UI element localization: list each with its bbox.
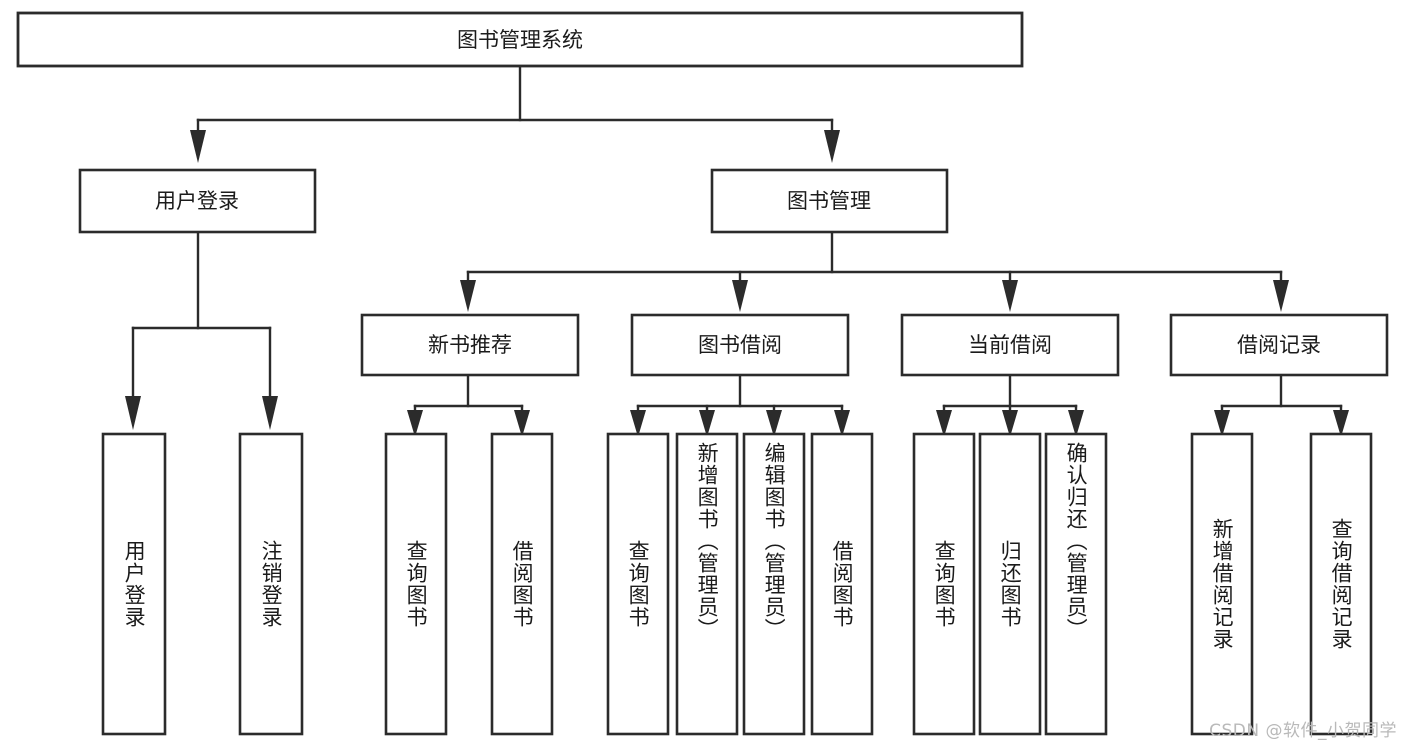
- leaf-query-book-3-box[interactable]: [912, 432, 976, 736]
- node-new-book-recommend-label: 新书推荐: [428, 333, 512, 357]
- node-root-box[interactable]: [16, 11, 1024, 68]
- arrow-head-icon: [1273, 280, 1289, 312]
- node-borrow-record-box[interactable]: [1169, 313, 1389, 377]
- node-root[interactable]: 图书管理系统: [16, 11, 1024, 68]
- leaf-confirm-return-box[interactable]: [1044, 432, 1108, 736]
- node-user-login-label: 用户登录: [155, 189, 239, 213]
- connector-group-book-management: [460, 230, 1289, 312]
- node-current-borrow-box[interactable]: [900, 313, 1120, 377]
- arrow-head-icon: [190, 130, 206, 163]
- arrow-head-icon: [766, 410, 782, 437]
- arrow-head-icon: [1068, 410, 1084, 437]
- node-borrow-record[interactable]: 借阅记录: [1169, 313, 1389, 377]
- leaf-add-book-box[interactable]: [675, 432, 739, 736]
- node-book-borrow-label: 图书借阅: [698, 333, 782, 357]
- connector-group-current-borrow: [936, 373, 1084, 437]
- node-new-book-recommend[interactable]: 新书推荐: [360, 313, 580, 377]
- node-user-login-box[interactable]: [78, 168, 317, 234]
- arrow-head-icon: [1002, 410, 1018, 437]
- arrow-head-icon: [630, 410, 646, 437]
- arrow-head-icon: [1002, 280, 1018, 312]
- arrow-head-icon: [1214, 410, 1230, 437]
- arrow-head-icon: [407, 410, 423, 437]
- connector-group-book-borrow: [630, 373, 850, 437]
- node-book-management-box[interactable]: [710, 168, 949, 234]
- leaf-borrow-book-2-box[interactable]: [810, 432, 874, 736]
- node-book-management[interactable]: 图书管理: [710, 168, 949, 234]
- node-book-management-label: 图书管理: [787, 189, 871, 213]
- leaf-boxes-group: [101, 432, 1373, 736]
- arrow-head-icon: [514, 410, 530, 437]
- connector-group-root: [190, 64, 840, 163]
- leaf-query-book-1-box[interactable]: [384, 432, 448, 736]
- connector-group-new-book-recommend: [407, 373, 530, 437]
- arrow-head-icon: [834, 410, 850, 437]
- leaf-borrow-book-1-box[interactable]: [490, 432, 554, 736]
- arrow-head-icon: [824, 130, 840, 163]
- leaf-return-book-box[interactable]: [978, 432, 1042, 736]
- arrow-head-icon: [460, 280, 476, 312]
- arrow-head-icon: [125, 396, 141, 430]
- leaf-logout-login-box[interactable]: [238, 432, 304, 736]
- watermark-text: CSDN @软件_小贺同学: [1209, 721, 1397, 741]
- node-user-login[interactable]: 用户登录: [78, 168, 317, 234]
- node-book-borrow[interactable]: 图书借阅: [630, 313, 850, 377]
- arrow-head-icon: [262, 396, 278, 430]
- node-book-borrow-box[interactable]: [630, 313, 850, 377]
- node-current-borrow[interactable]: 当前借阅: [900, 313, 1120, 377]
- arrow-head-icon: [732, 280, 748, 312]
- leaf-user-login-box[interactable]: [101, 432, 167, 736]
- leaf-add-record-box[interactable]: [1190, 432, 1254, 736]
- node-current-borrow-label: 当前借阅: [968, 333, 1052, 357]
- leaf-edit-book-box[interactable]: [742, 432, 806, 736]
- node-root-label: 图书管理系统: [457, 28, 583, 52]
- arrow-head-icon: [1333, 410, 1349, 437]
- leaf-query-record-box[interactable]: [1309, 432, 1373, 736]
- connector-group-borrow-record: [1214, 373, 1349, 437]
- arrow-head-icon: [936, 410, 952, 437]
- node-new-book-recommend-box[interactable]: [360, 313, 580, 377]
- connector-group-user-login: [125, 230, 278, 430]
- arrow-head-icon: [699, 410, 715, 437]
- leaf-query-book-2-box[interactable]: [606, 432, 670, 736]
- node-borrow-record-label: 借阅记录: [1237, 333, 1321, 357]
